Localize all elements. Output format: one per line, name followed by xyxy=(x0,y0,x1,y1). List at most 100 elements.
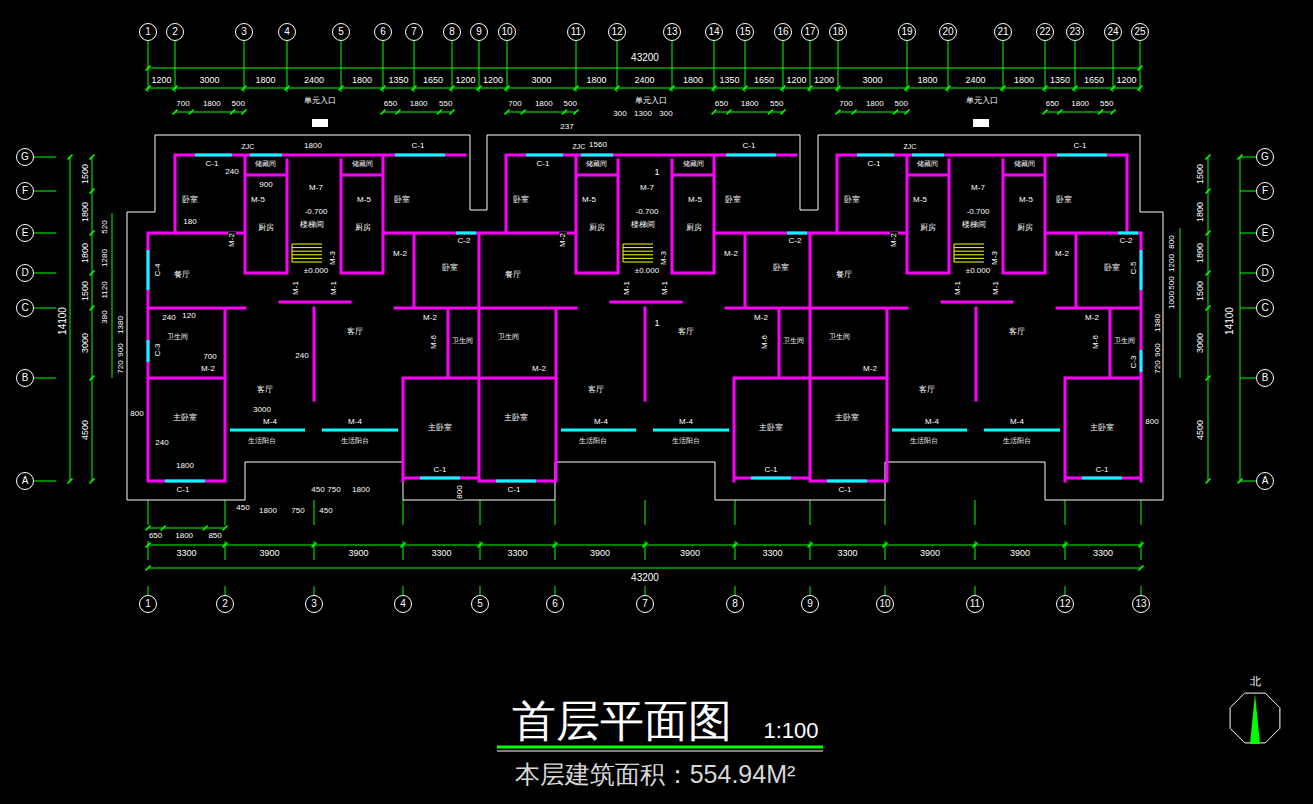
plan-label: 客厅 xyxy=(1008,328,1026,336)
plan-label: 1800 xyxy=(175,462,195,470)
plan-label: 300 xyxy=(658,110,673,118)
plan-label: ±0.000 xyxy=(634,267,660,275)
plan-label: 1650 xyxy=(1083,76,1105,85)
plan-label: 卫生间 xyxy=(166,333,189,340)
plan-label: M-6 xyxy=(1092,334,1100,350)
plan-label: 单元入口 xyxy=(634,97,668,105)
plan-label: 客厅 xyxy=(256,386,274,394)
axis-number: 22 xyxy=(1039,27,1050,37)
axis-bubble: 21 xyxy=(994,23,1012,41)
plan-label: 生活阳台 xyxy=(909,437,939,444)
plan-label: 客厅 xyxy=(587,386,605,394)
plan-label: ±0.000 xyxy=(303,267,329,275)
axis-number: 10 xyxy=(879,599,890,609)
plan-label: 500 xyxy=(894,100,909,108)
plan-label: 1350 xyxy=(1049,76,1071,85)
dimension-ticks xyxy=(68,66,1243,571)
axis-bubble: 8 xyxy=(726,595,744,613)
axis-number: 15 xyxy=(739,27,750,37)
plan-label: 单元入口 xyxy=(965,97,999,105)
plan-label: 储藏间 xyxy=(916,160,939,167)
plan-label: 客厅 xyxy=(918,386,936,394)
plan-label: 14100 xyxy=(1225,306,1235,336)
plan-label: 3900 xyxy=(679,549,701,558)
plan-label: M-5 xyxy=(250,196,266,204)
axis-bubble: 7 xyxy=(636,595,654,613)
axis-bubble: E xyxy=(1256,224,1274,242)
plan-label: M-1 xyxy=(954,280,962,296)
axis-number: 20 xyxy=(942,27,953,37)
axis-bubble: 13 xyxy=(663,23,681,41)
axis-bubble: 13 xyxy=(1132,595,1150,613)
plan-label: 43200 xyxy=(630,53,660,63)
plan-label: ZJC xyxy=(903,143,918,150)
plan-label: 楼梯间 xyxy=(299,221,325,229)
axis-number: 25 xyxy=(1134,27,1145,37)
axis-number: F xyxy=(1262,186,1268,196)
axis-number: 24 xyxy=(1107,27,1118,37)
drawing-title: 首层平面图 xyxy=(511,700,733,744)
plan-label: 800 xyxy=(129,410,144,418)
plan-label: 厨房 xyxy=(257,224,275,232)
plan-label: 1500 xyxy=(1196,163,1205,185)
plan-label: 1800 xyxy=(81,201,90,223)
plan-label: 300 xyxy=(612,110,627,118)
axis-bubble: 12 xyxy=(608,23,626,41)
plan-label: 卧室 xyxy=(1055,196,1073,204)
axis-bubble: 16 xyxy=(774,23,792,41)
axis-number: 10 xyxy=(501,27,512,37)
axis-bubble: 1 xyxy=(139,595,157,613)
plan-label: 餐厅 xyxy=(504,271,522,279)
plan-label: 700 xyxy=(202,353,217,361)
axis-bubble: D xyxy=(16,264,34,282)
grid-and-dimension-lines xyxy=(34,41,1256,595)
plan-label: M-2 xyxy=(392,250,408,258)
plan-label: C-2 xyxy=(1119,237,1134,245)
axis-bubble: 10 xyxy=(876,595,894,613)
plan-label: 700 xyxy=(507,100,522,108)
plan-label: 1500 xyxy=(81,279,90,301)
plan-label: 900 xyxy=(258,181,273,189)
plan-label: 1200 xyxy=(813,76,835,85)
plan-label: 主卧室 xyxy=(172,414,198,422)
title-underline xyxy=(497,751,823,752)
axis-number: C xyxy=(1261,303,1268,313)
axis-bubble: 17 xyxy=(801,23,819,41)
axis-number: B xyxy=(1262,373,1269,383)
axis-bubble: C xyxy=(1256,299,1274,317)
axis-number: 7 xyxy=(642,599,648,609)
plan-label: 1500 xyxy=(1196,279,1205,301)
plan-label: 1800 xyxy=(351,76,373,85)
plan-label: 主卧室 xyxy=(427,424,453,432)
plan-label: 客厅 xyxy=(677,328,695,336)
axis-bubble: 9 xyxy=(801,595,819,613)
axis-number: 4 xyxy=(284,27,290,37)
axis-number: 8 xyxy=(449,27,455,37)
plan-label: 700 xyxy=(838,100,853,108)
plan-label: 3000 xyxy=(81,332,90,354)
plan-label: 1800 xyxy=(258,507,278,515)
axis-bubble: 6 xyxy=(546,595,564,613)
axis-bubble: 11 xyxy=(966,595,984,613)
plan-label: 卫生间 xyxy=(1113,337,1136,344)
plan-label: 650 xyxy=(383,100,398,108)
wall-lines xyxy=(148,155,1141,481)
axis-bubble: A xyxy=(1256,472,1274,490)
plan-label: 650 xyxy=(148,532,163,540)
area-caption: 本层建筑面积：554.94M² xyxy=(514,762,797,787)
plan-label: 卧室 xyxy=(441,264,459,272)
axis-number: 11 xyxy=(970,599,980,609)
plan-label: 3900 xyxy=(589,549,611,558)
plan-label: M-7 xyxy=(970,184,986,192)
plan-label: -0.700 xyxy=(635,208,660,216)
axis-number: 21 xyxy=(997,27,1008,37)
plan-label: M-1 xyxy=(623,280,631,296)
plan-label: C-1 xyxy=(205,160,220,168)
plan-label: 1800 xyxy=(1196,242,1205,264)
plan-label: 240 xyxy=(154,439,169,447)
plan-label: M-3 xyxy=(329,250,337,266)
plan-label: 单元入口 xyxy=(303,97,337,105)
window-lines xyxy=(148,155,1141,481)
plan-label: 储藏间 xyxy=(351,160,374,167)
